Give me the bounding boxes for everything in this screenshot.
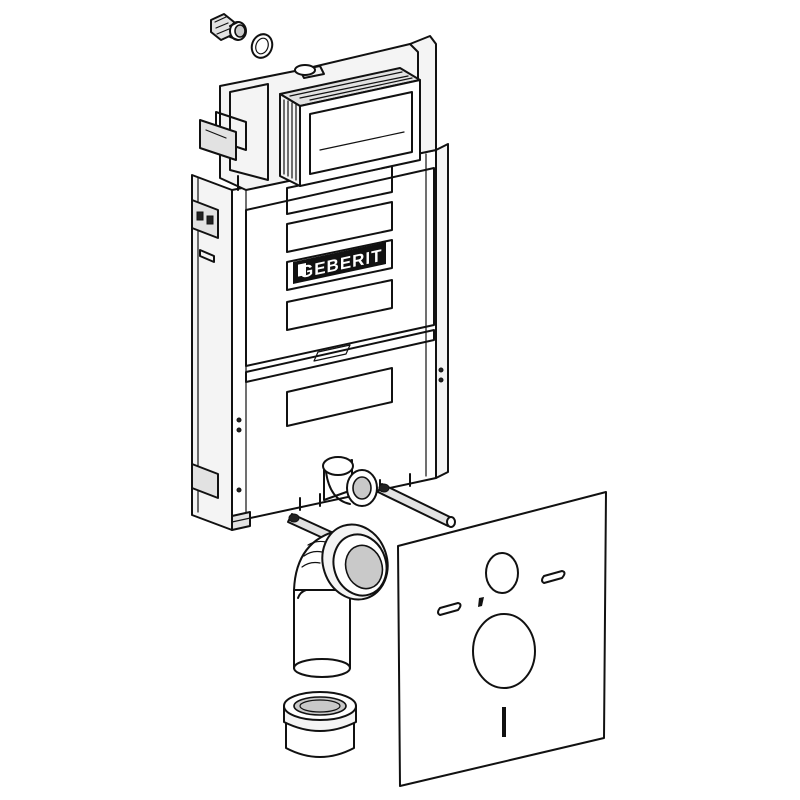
o-ring-seal [250,33,274,59]
water-supply-elbow [322,456,378,507]
drain-bend [293,523,389,678]
pipe-connector-sleeve [283,691,357,758]
soundproofing-mat [397,491,607,787]
actuation-plate-connector [210,13,247,41]
inspection-opening-cover [279,67,421,187]
installation-frame [191,143,449,531]
